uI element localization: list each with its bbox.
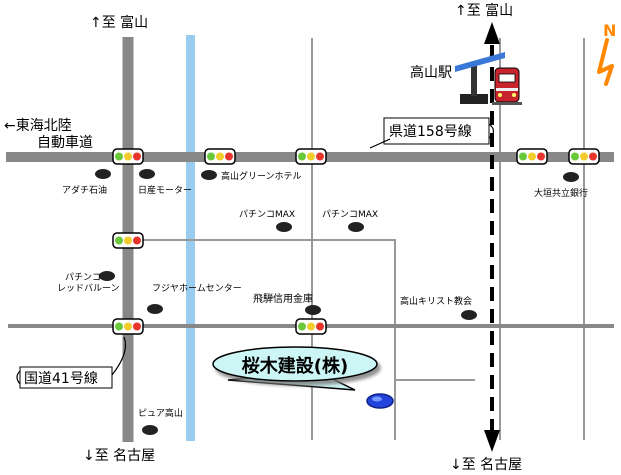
landmark-hida-shinkin: 飛騨信用金庫 xyxy=(253,292,313,305)
landmark-marker-icon xyxy=(461,310,477,320)
route-158-label: 県道158号線 xyxy=(389,124,472,140)
river xyxy=(186,35,195,441)
landmark-pachinko-max-1: パチンコMAX xyxy=(239,209,295,220)
landmark-marker-icon xyxy=(348,222,364,232)
landmark-pachinko-max-2: パチンコMAX xyxy=(322,209,378,220)
station-label: 高山駅 xyxy=(410,64,452,81)
route-41-label: 国道41号線 xyxy=(24,371,98,387)
landmark-marker-icon xyxy=(95,169,111,179)
north-direction-left: ↑至 富山 xyxy=(90,14,148,31)
landmark-fujiya: フジヤホームセンター xyxy=(152,283,242,294)
expressway-label-line2: 自動車道 xyxy=(37,134,93,151)
compass-label: N xyxy=(603,21,616,40)
landmark-marker-icon xyxy=(201,170,217,180)
route-158-callout xyxy=(369,117,495,149)
landmark-pachinko-red-balloon-line2: レッドバルーン xyxy=(57,283,120,294)
landmark-marker-icon xyxy=(305,305,321,315)
landmark-green-hotel: 高山グリーンホテル xyxy=(221,170,302,182)
destination-marker-highlight xyxy=(372,396,382,402)
traffic-light-icon xyxy=(295,318,327,335)
route-41-callout xyxy=(16,336,127,389)
landmark-marker-icon xyxy=(276,222,292,232)
destination-callout xyxy=(212,346,378,391)
station-icon xyxy=(455,52,505,104)
railway-arrow-up xyxy=(484,22,500,44)
north-direction-right: ↑至 富山 xyxy=(455,2,513,19)
destination-label: 桜木建設(株) xyxy=(242,355,348,377)
traffic-light-icon xyxy=(112,232,144,249)
north-compass-icon xyxy=(597,38,614,86)
landmark-markers xyxy=(95,169,579,435)
traffic-light-icon xyxy=(112,318,144,335)
landmark-marker-icon xyxy=(147,304,163,314)
traffic-light-icon xyxy=(516,148,548,165)
south-direction-left: ↓至 名古屋 xyxy=(83,448,155,464)
south-direction-right: ↓至 名古屋 xyxy=(450,457,522,473)
landmark-church: 高山キリスト教会 xyxy=(400,295,472,307)
traffic-light-icons xyxy=(112,148,600,335)
expressway-label-line1: ←東海北陸 xyxy=(4,118,72,134)
landmark-adachi: アダチ石油 xyxy=(62,184,107,196)
landmark-pure: ピュア高山 xyxy=(138,407,183,419)
traffic-light-icon xyxy=(295,148,327,165)
landmark-marker-icon xyxy=(139,169,155,179)
railway-arrow-down xyxy=(484,430,500,452)
landmark-marker-icon xyxy=(563,172,579,182)
traffic-light-icon xyxy=(568,148,600,165)
landmark-marker-icon xyxy=(99,271,115,281)
landmark-nissan: 日産モーター xyxy=(138,184,192,196)
train-icon xyxy=(492,67,522,105)
traffic-light-icon xyxy=(112,148,144,165)
landmark-ogaki-bank: 大垣共立銀行 xyxy=(534,187,588,199)
traffic-light-icon xyxy=(204,148,236,165)
landmark-marker-icon xyxy=(142,425,158,435)
landmark-pachinko-red-balloon-line1: パチンコ xyxy=(65,272,101,283)
